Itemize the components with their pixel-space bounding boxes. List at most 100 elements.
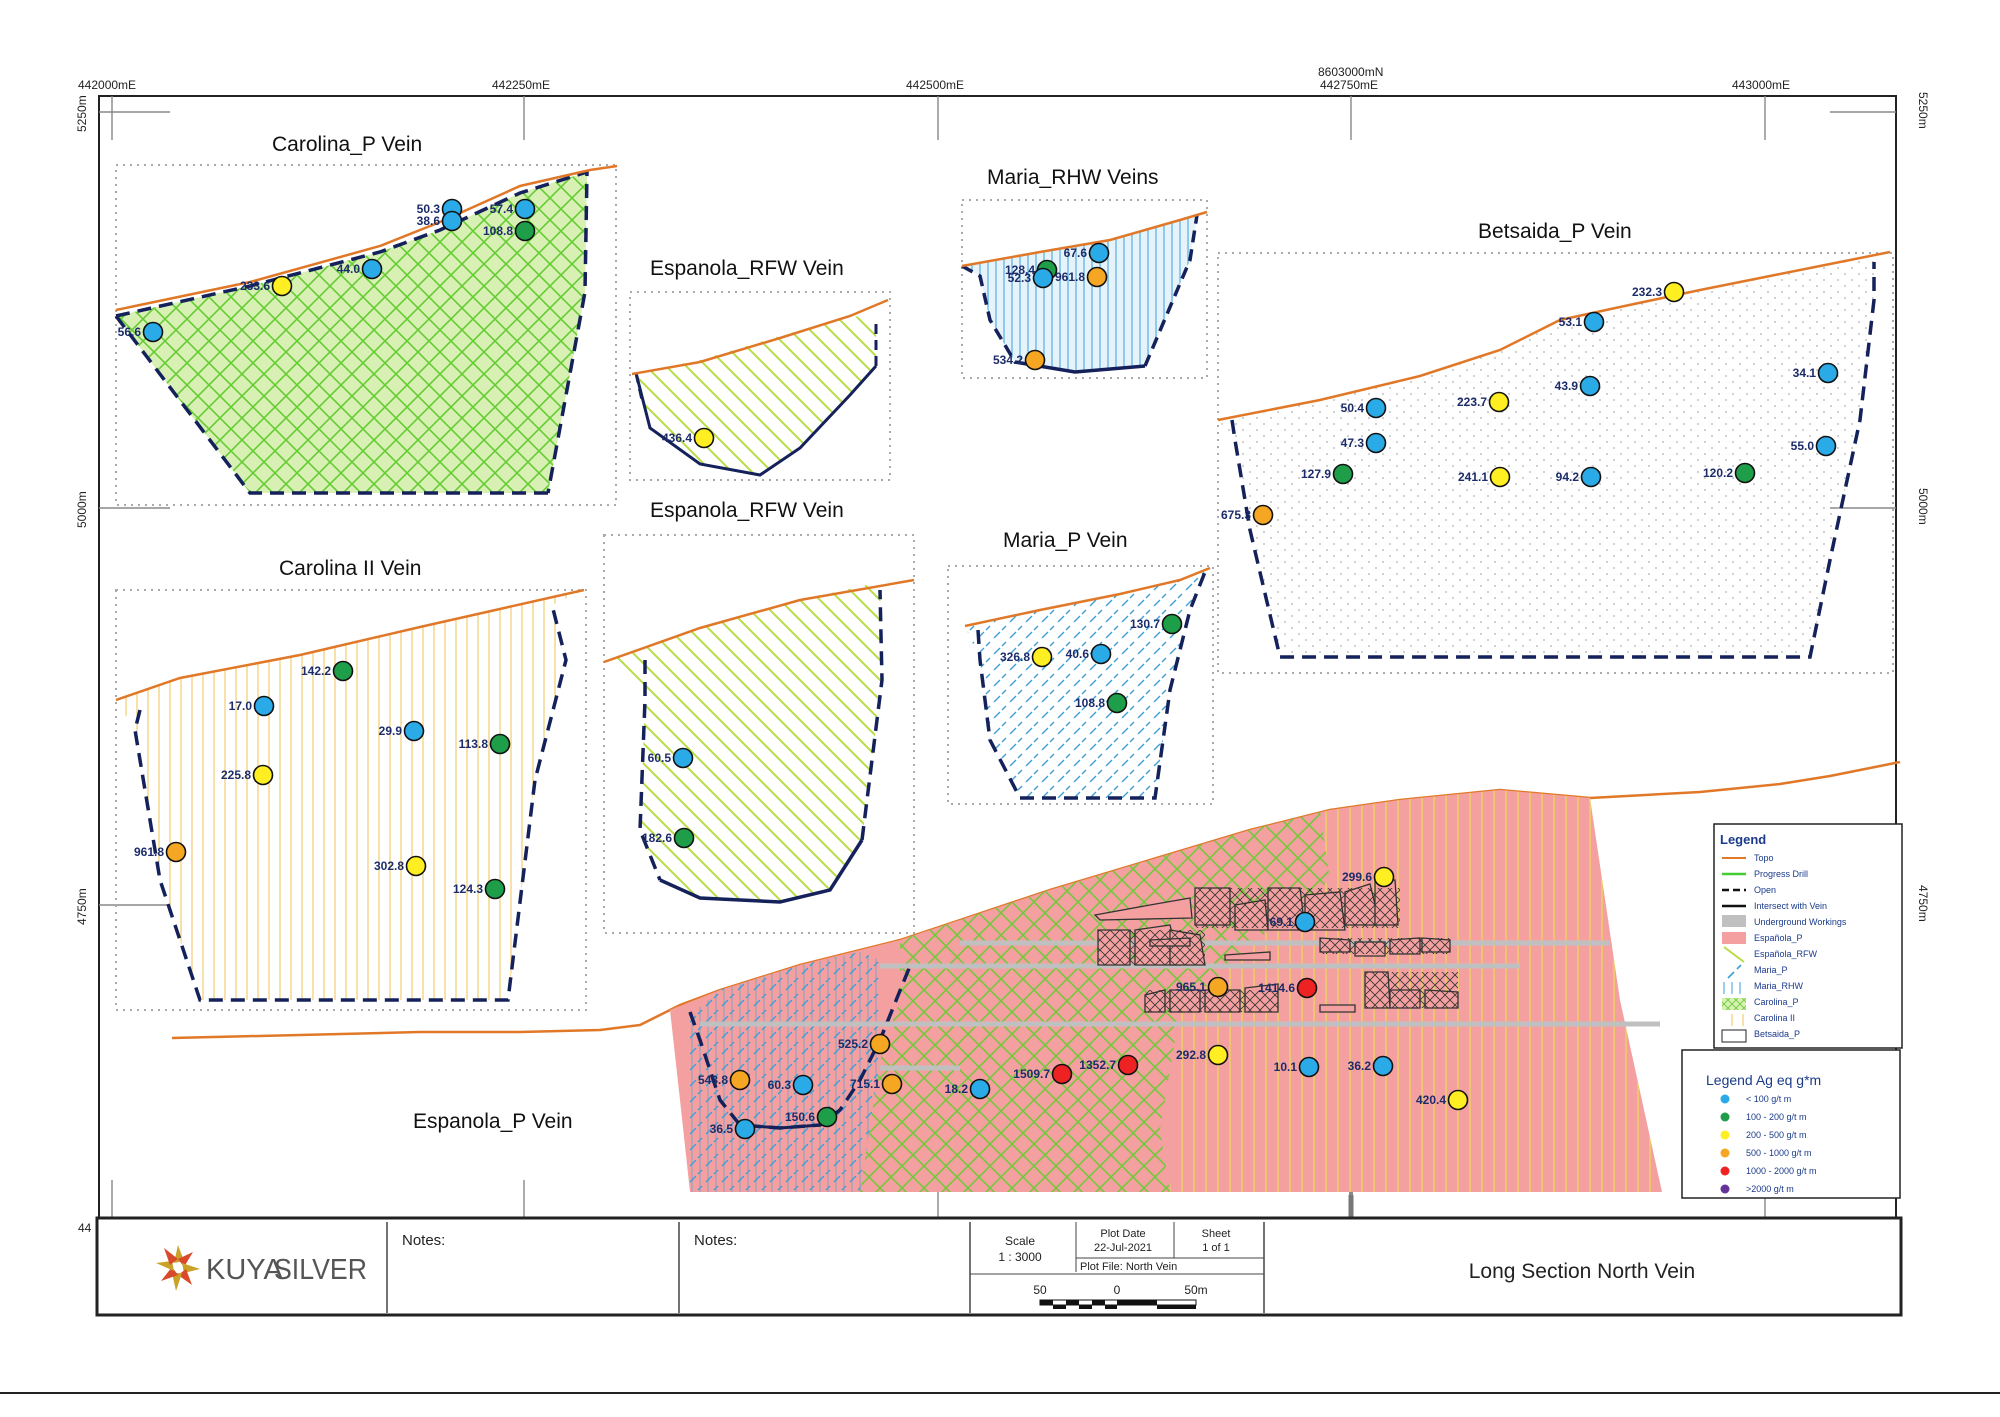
sample-label: 56.6: [118, 325, 142, 339]
panel-title-espanola-rfw-mid: Espanola_RFW Vein: [650, 499, 844, 522]
sample-dot: [816, 1106, 838, 1128]
sample-label: 55.0: [1791, 439, 1815, 453]
panel-title-carolina-ii: Carolina II Vein: [279, 557, 421, 580]
sample-label: 40.6: [1066, 647, 1090, 661]
sample-dot: [1090, 643, 1112, 665]
sample-dot: [514, 220, 536, 242]
sample-label: 53.1: [1559, 315, 1583, 329]
sample-dot: [1663, 281, 1685, 303]
sample-label: 69.1: [1270, 915, 1294, 929]
sample-point: 1352.7: [1079, 1054, 1139, 1076]
sample-label: 120.2: [1703, 466, 1733, 480]
sample-point: 142.2: [301, 660, 354, 682]
grade-item-1000-2000: 1000 - 2000 g/t m: [1746, 1166, 1817, 1176]
sample-label: 113.8: [459, 737, 489, 751]
sample-dot: [1106, 692, 1128, 714]
grade-item-500-1000: 500 - 1000 g/t m: [1746, 1148, 1812, 1158]
sample-dot: [1296, 977, 1318, 999]
legend-item-topo: Topo: [1754, 853, 1774, 863]
sample-point: 961.8: [134, 841, 187, 863]
logo-text-kuya: KUYA: [206, 1254, 283, 1286]
sample-dot: [729, 1069, 751, 1091]
sample-label: 1352.7: [1079, 1058, 1116, 1072]
scale-bar: [1039, 1299, 1197, 1309]
sample-label: 142.2: [301, 664, 331, 678]
sample-point: 965.1: [1176, 976, 1229, 998]
sample-label: 302.8: [374, 859, 404, 873]
scale-value: 1 : 3000: [998, 1250, 1042, 1264]
grade-item-100-200: 100 - 200 g/t m: [1746, 1112, 1807, 1122]
scalebar-label-right: 50m: [1184, 1283, 1207, 1297]
sample-dot: [693, 427, 715, 449]
sample-point: 675.3: [1221, 504, 1274, 526]
sample-label: 36.2: [1348, 1059, 1372, 1073]
coord-right-1: 5250m: [1916, 92, 1930, 129]
sample-label: 108.8: [1075, 696, 1105, 710]
sample-label: 124.3: [453, 882, 483, 896]
sample-dot: [514, 198, 536, 220]
sample-point: 124.3: [453, 878, 506, 900]
sample-point: 150.6: [785, 1106, 838, 1128]
sample-point: 17.0: [229, 695, 275, 717]
grade-legend-dot: [1720, 1166, 1730, 1176]
sample-dot: [1373, 866, 1395, 888]
sample-label: 60.3: [768, 1078, 792, 1092]
grid-ticks: [99, 96, 1896, 1218]
sample-point: 47.3: [1341, 432, 1387, 454]
panel-carolina-ii: Carolina II Vein: [115, 557, 587, 1011]
sample-dot: [253, 695, 275, 717]
sample-dot: [969, 1078, 991, 1100]
sample-label: 130.7: [1130, 617, 1160, 631]
sample-point: 436.4: [662, 427, 715, 449]
panel-maria-p: Maria_P Vein: [947, 529, 1214, 805]
sample-label: 29.9: [379, 724, 403, 738]
sample-point: 961.8: [1055, 266, 1108, 288]
sample-point: 10.1: [1274, 1056, 1320, 1078]
coord-left-3: 4750m: [75, 888, 89, 925]
sample-dot: [142, 321, 164, 343]
sample-point: 55.0: [1791, 435, 1837, 457]
sample-label: 17.0: [229, 699, 253, 713]
legend-item-underground: Underground Workings: [1754, 917, 1847, 927]
panel-carolina-p: Carolina_P Vein: [114, 133, 618, 506]
sample-point: 299.6: [1342, 866, 1395, 888]
sample-point: 67.6: [1064, 242, 1110, 264]
sample-point: 534.2: [993, 349, 1046, 371]
coord-top-4: 442750mE: [1320, 78, 1378, 92]
sample-dot: [1734, 462, 1756, 484]
plot-file: Plot File: North Vein: [1080, 1261, 1177, 1273]
grade-legend-dot: [1720, 1094, 1730, 1104]
grade-item-gt2000: >2000 g/t m: [1746, 1184, 1794, 1194]
legend-item-maria-rhw: Maria_RHW: [1754, 981, 1804, 991]
sample-dot: [484, 878, 506, 900]
sample-dot: [361, 258, 383, 280]
sample-point: 40.6: [1066, 643, 1112, 665]
legend-item-espanola-rfw: Española_RFW: [1754, 949, 1818, 959]
scale-label: Scale: [1005, 1234, 1035, 1248]
sample-point: 52.3: [1008, 267, 1054, 289]
sample-point: 113.8: [459, 733, 511, 755]
sample-label: 150.6: [785, 1110, 815, 1124]
sample-label: 223.7: [1457, 395, 1487, 409]
sample-label: 299.6: [1342, 870, 1372, 884]
legend-item-progress: Progress Drill: [1754, 869, 1808, 879]
sample-label: 52.3: [1008, 271, 1032, 285]
sample-dot: [1580, 466, 1602, 488]
sample-point: 420.4: [1416, 1089, 1469, 1111]
legend-item-carolina-p: Carolina_P: [1754, 997, 1799, 1007]
sample-dot: [403, 720, 425, 742]
sample-label: 10.1: [1274, 1060, 1298, 1074]
sample-dot: [1489, 466, 1511, 488]
sample-dot: [165, 841, 187, 863]
sample-point: 1414.6: [1258, 977, 1318, 999]
legend-item-carolina-ii: Carolina II: [1754, 1013, 1795, 1023]
sample-label: 60.5: [648, 751, 672, 765]
sample-point: 108.8: [1075, 692, 1128, 714]
sample-label: 241.1: [1458, 470, 1488, 484]
sheet-label: Sheet: [1202, 1228, 1231, 1240]
sample-dot: [1051, 1063, 1073, 1085]
sample-point: 108.8: [483, 220, 536, 242]
sample-dot: [332, 660, 354, 682]
sample-label: 47.3: [1341, 436, 1365, 450]
sample-label: 36.5: [710, 1122, 734, 1136]
